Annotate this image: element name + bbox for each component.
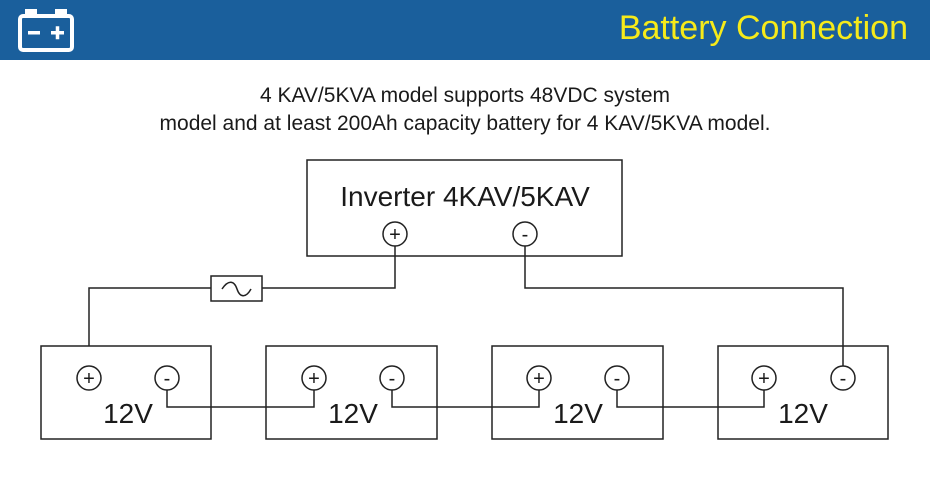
battery-4-positive-terminal: + [751,365,777,391]
svg-text:-: - [522,224,529,246]
battery-1-label: 12V [103,398,153,429]
series-link-3-4 [616,390,765,408]
battery-3-negative-terminal: - [604,365,630,391]
battery-4-label: 12V [778,398,828,429]
battery-1-negative-terminal: - [154,365,180,391]
intro-text: 4 KAV/5KVA model supports 48VDC system m… [0,82,930,138]
svg-text:+: + [389,224,401,246]
page-title: Battery Connection [618,9,908,47]
battery-4-negative-terminal: - [830,365,856,391]
svg-text:+: + [308,368,320,390]
series-link-2-3 [391,390,540,408]
battery-1-positive-terminal: + [76,365,102,391]
series-link-1-2 [166,390,315,408]
svg-text:-: - [389,368,396,390]
svg-text:+: + [83,368,95,390]
battery-2-negative-terminal: - [379,365,405,391]
svg-text:+: + [758,368,770,390]
battery-3: + - 12V [491,345,664,440]
svg-text:-: - [840,368,847,390]
header-bar: Battery Connection [0,0,930,60]
battery-1: + - 12V [40,345,212,440]
positive-wire-to-battery [88,287,211,346]
negative-wire [524,246,844,367]
svg-text:-: - [164,368,171,390]
svg-text:+: + [533,368,545,390]
positive-wire [262,246,396,289]
fuse-icon [210,275,263,302]
battery-3-label: 12V [553,398,603,429]
inverter-label: Inverter 4KAV/5KAV [340,181,590,212]
battery-4: + - 12V [717,345,889,440]
inverter-positive-terminal: + [382,221,408,247]
battery-3-positive-terminal: + [526,365,552,391]
intro-line-1: 4 KAV/5KVA model supports 48VDC system [259,84,671,107]
battery-2: + - 12V [265,345,438,440]
svg-text:-: - [614,368,621,390]
battery-2-positive-terminal: + [301,365,327,391]
battery-2-label: 12V [328,398,378,429]
inverter-negative-terminal: - [512,221,538,247]
battery-icon [18,9,74,52]
intro-line-2: model and at least 200Ah capacity batter… [159,112,771,135]
inverter-box [306,159,623,257]
